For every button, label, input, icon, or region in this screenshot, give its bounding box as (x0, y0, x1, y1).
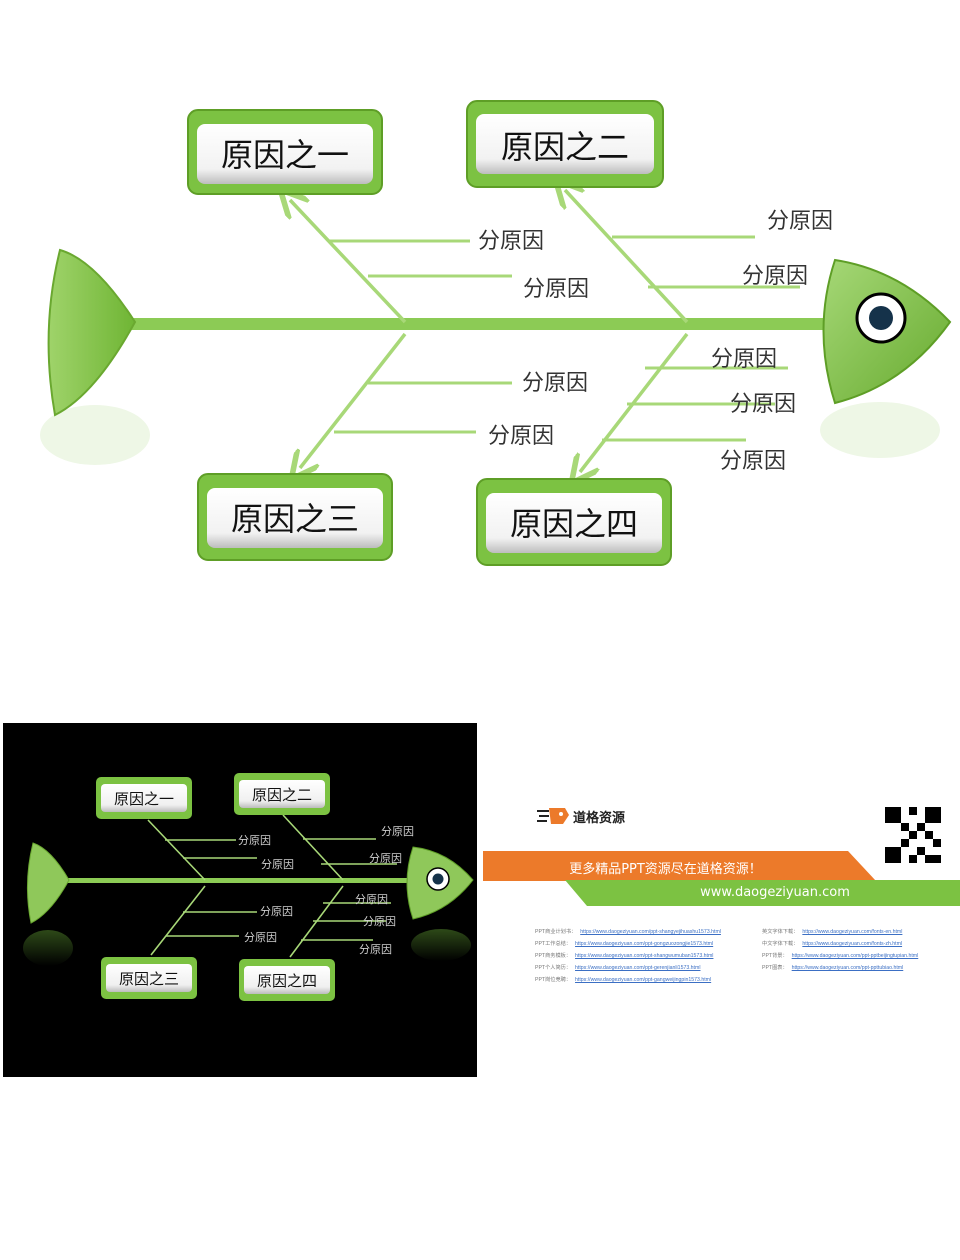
resource-link[interactable]: PPT个人简历：https://www.daogeziyuan.com/ppt-… (535, 965, 701, 971)
bone-2 (565, 190, 689, 324)
sub-cause-label: 分原因 (261, 858, 294, 871)
logo-mark-icon (537, 808, 569, 824)
sub-bones (328, 235, 800, 442)
cause-label: 原因之三 (119, 970, 179, 988)
sub-cause-label: 分原因 (355, 893, 388, 906)
cause-box-2: 原因之二 (234, 773, 330, 815)
sub-cause-label: 分原因 (478, 229, 544, 254)
resource-link[interactable]: PPT商业计划书：https://www.daogeziyuan.com/ppt… (535, 929, 721, 935)
sub-cause-label: 分原因 (359, 943, 392, 956)
banner-shape (483, 851, 876, 881)
resource-link[interactable]: PPT背景：https://www.daogeziyuan.com/ppt-pp… (762, 953, 919, 959)
fish-tail (47, 248, 137, 417)
sub-cause-label: 分原因 (488, 424, 554, 449)
sub-cause-label: 分原因 (244, 931, 277, 944)
resource-link[interactable]: PPT图表：https://www.daogeziyuan.com/ppt-pp… (762, 965, 904, 971)
sub-cause-label: 分原因 (238, 834, 271, 847)
sub-cause-label: 分原因 (381, 825, 414, 838)
cause-label: 原因之四 (510, 505, 638, 543)
fish-pupil (869, 306, 893, 330)
cause-label: 原因之三 (231, 500, 359, 538)
cause-box-4: 原因之四 (476, 478, 672, 566)
sub-cause-label: 分原因 (742, 264, 808, 289)
resource-link[interactable]: 中文字体下载：https://www.daogeziyuan.com/fonts… (762, 941, 903, 947)
spine (130, 318, 830, 330)
logo-text: 道格资源 (573, 811, 626, 826)
cause-box-1: 原因之一 (187, 109, 383, 195)
cause-box-3: 原因之三 (101, 957, 197, 999)
dark-slide-preview: 分原因 分原因 分原因 分原因 分原因 分原因 分原因 分原因 分原因 原因之一… (3, 723, 477, 1077)
cause-label: 原因之一 (221, 136, 349, 174)
banner-text: 更多精品PPT资源尽在道格资源！ (569, 862, 762, 877)
sub-cause-label: 分原因 (711, 347, 777, 372)
sub-cause-label: 分原因 (767, 209, 833, 234)
resource-link[interactable]: 英文字体下载：https://www.daogeziyuan.com/fonts… (762, 929, 903, 935)
sub-cause-label: 分原因 (369, 852, 402, 865)
cause-box-3: 原因之三 (197, 473, 393, 561)
resource-link[interactable]: PPT岗位竞聘：https://www.daogeziyuan.com/ppt-… (535, 977, 712, 983)
cause-label: 原因之一 (114, 790, 174, 808)
head-reflection (820, 402, 940, 458)
fishbone-diagram: 分原因 分原因 分原因 分原因 分原因 分原因 分原因 分原因 分原因 原因之一… (40, 100, 952, 566)
sub-cause-label: 分原因 (720, 449, 786, 474)
cause-label: 原因之二 (252, 786, 312, 804)
bone-1 (290, 200, 407, 324)
site-url[interactable]: www.daogeziyuan.com (700, 885, 850, 900)
cause-box-1: 原因之一 (96, 777, 192, 819)
cause-label: 原因之二 (501, 128, 629, 166)
sub-cause-label: 分原因 (522, 371, 588, 396)
promo-slide-preview: 道格资源 更多精品PPT资源尽在道格资源！ www.daogeziyuan.co… (480, 723, 960, 1077)
cause-box-4: 原因之四 (239, 959, 335, 1001)
sub-cause-label: 分原因 (523, 277, 589, 302)
sub-cause-label: 分原因 (730, 392, 796, 417)
resource-link[interactable]: PPT商务模板：https://www.daogeziyuan.com/ppt-… (535, 953, 714, 959)
cause-label: 原因之四 (257, 972, 317, 990)
cause-box-2: 原因之二 (466, 100, 664, 188)
sub-cause-label: 分原因 (363, 915, 396, 928)
tail-reflection (40, 405, 150, 465)
fishbone-diagram-dark: 分原因 分原因 分原因 分原因 分原因 分原因 分原因 分原因 分原因 原因之一… (23, 773, 474, 1001)
qr-code-icon (885, 807, 941, 863)
bone-3 (300, 332, 407, 468)
url-strip-shape (565, 880, 960, 906)
resource-link[interactable]: PPT工作总结：https://www.daogeziyuan.com/ppt-… (535, 941, 714, 947)
brand-logo: 道格资源 (535, 805, 635, 827)
sub-cause-label: 分原因 (260, 905, 293, 918)
